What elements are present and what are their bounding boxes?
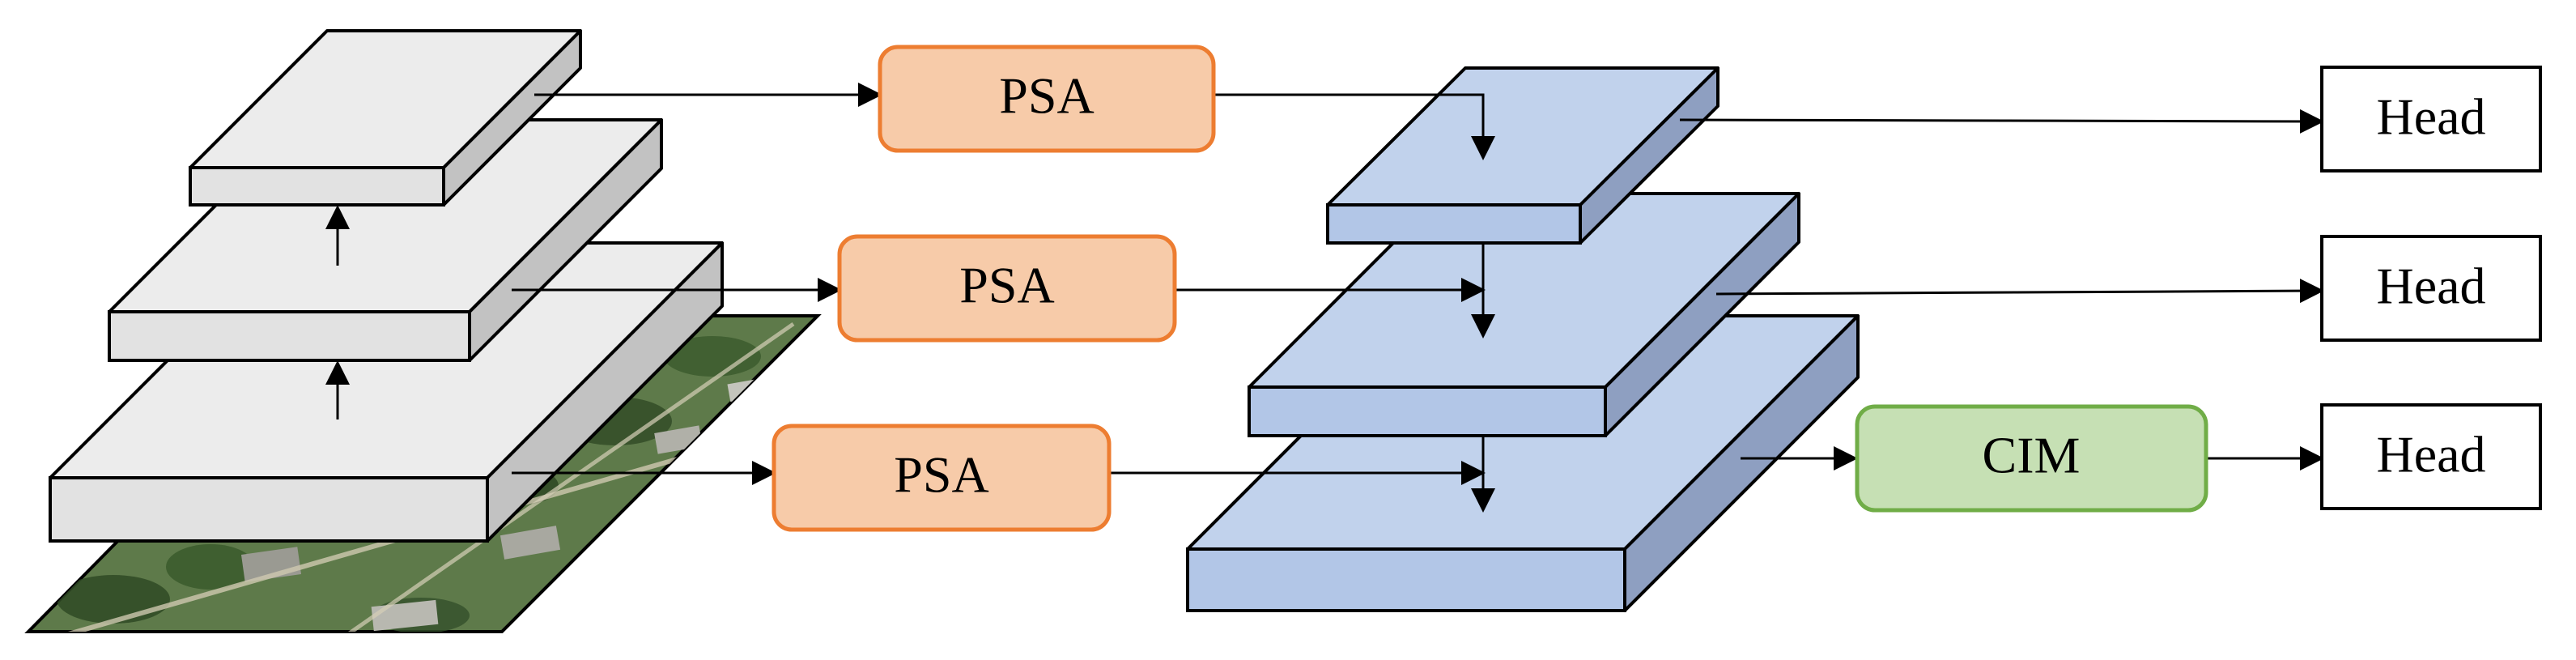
head-3: Head (2320, 403, 2542, 510)
neck-slab-medium (1248, 192, 1800, 437)
psa-module-1: PSA (878, 45, 1216, 153)
psa-module-1-label: PSA (999, 67, 1094, 125)
head-2: Head (2320, 235, 2542, 342)
psa-module-2-box (837, 234, 1177, 343)
psa-module-3: PSA (772, 424, 1112, 532)
head-1-label: Head (2376, 88, 2485, 146)
cim-module-box (1855, 404, 2208, 513)
arrow-neck-to-head-1 (1679, 109, 2324, 134)
neck-slab-medium-front (1248, 385, 1607, 437)
backbone-slab-large-front (49, 476, 489, 543)
arrow-neck-to-head-2 (1715, 279, 2324, 304)
head-3-label: Head (2376, 426, 2485, 483)
head-2-box (2320, 235, 2542, 342)
cim-module-label: CIM (1983, 427, 2081, 484)
psa-module-2-label: PSA (959, 257, 1054, 314)
arrow-psa-1-to-neck (1214, 93, 1495, 160)
head-3-box (2320, 403, 2542, 510)
backbone-slab-small-front (189, 166, 445, 207)
neck-slab-small (1326, 66, 1719, 245)
psa-module-1-box (878, 45, 1216, 153)
backbone-slab-medium (108, 118, 663, 362)
neck-slab-large-front (1186, 547, 1626, 612)
cim-module: CIM (1855, 404, 2208, 513)
backbone-slab-small (189, 29, 582, 207)
head-2-label: Head (2376, 258, 2485, 315)
neck-slab-small-front (1326, 203, 1582, 245)
psa-module-2: PSA (837, 234, 1177, 343)
backbone-slab-medium-front (108, 310, 471, 362)
head-1: Head (2320, 66, 2542, 172)
psa-module-3-label: PSA (894, 446, 988, 504)
psa-module-3-box (772, 424, 1112, 532)
head-1-box (2320, 66, 2542, 172)
